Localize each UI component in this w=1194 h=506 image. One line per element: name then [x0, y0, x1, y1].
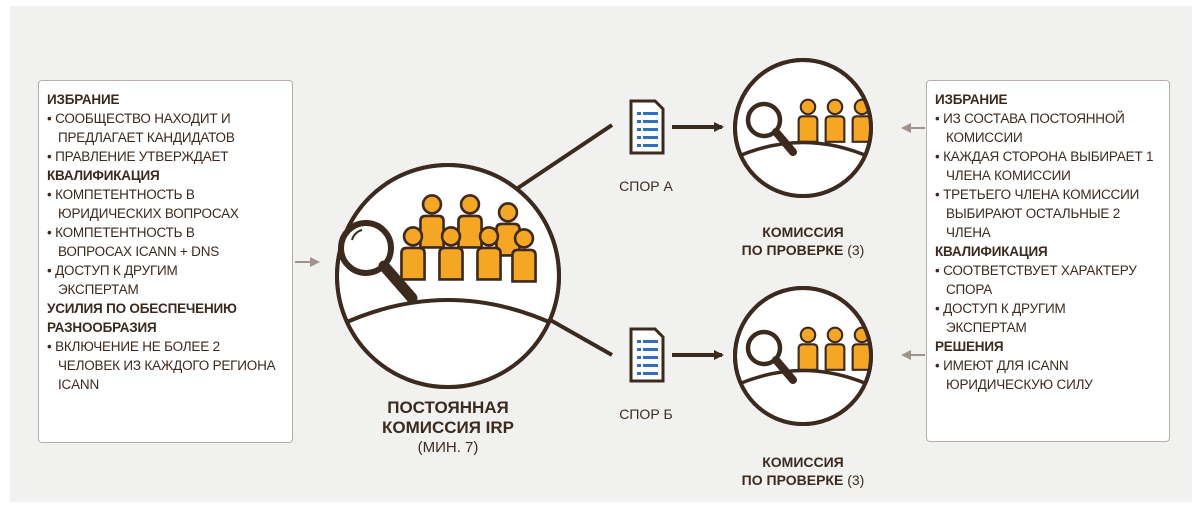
review-panel-b-title-1: КОМИССИЯ — [762, 454, 844, 470]
review-panel-b-label: КОМИССИЯ ПО ПРОВЕРКЕ (3) — [733, 453, 873, 489]
left-heading-qualification: КВАЛИФИКАЦИЯ — [47, 168, 160, 183]
right-heading-selection: ИЗБРАНИЕ — [935, 92, 1008, 107]
magnifier-icon — [745, 101, 797, 156]
connector-to-dispute-a — [513, 123, 614, 192]
standing-panel-title-2: КОМИССИЯ IRP — [381, 418, 515, 437]
left-heading-selection: ИЗБРАНИЕ — [47, 92, 120, 107]
left-item: • ПРАВЛЕНИЕ УТВЕРЖДАЕТ — [47, 149, 229, 164]
left-item: • КОМПЕТЕНТНОСТЬ В ВОПРОСАХ ICANN + DNS — [47, 225, 220, 259]
document-icon-a — [629, 99, 665, 155]
magnifier-icon — [745, 329, 797, 384]
review-panel-b-circle — [733, 286, 873, 426]
review-panel-b-count: (3) — [847, 472, 865, 488]
review-panel-a-title-2: ПО ПРОВЕРКЕ — [741, 242, 844, 258]
review-panel-a-circle — [733, 58, 873, 198]
standing-panel-label: ПОСТОЯННАЯ КОМИССИЯ IRP (МИН. 7) — [348, 398, 548, 458]
review-panel-a-count: (3) — [847, 242, 865, 258]
right-item: • КАЖДАЯ СТОРОНА ВЫБИРАЕТ 1 ЧЛЕНА КОМИСС… — [935, 149, 1154, 183]
right-item: • СООТВЕТСТВУЕТ ХАРАКТЕРУ СПОРА — [935, 263, 1137, 297]
magnifier-icon — [338, 220, 418, 304]
right-item: • ИЗ СОСТАВА ПОСТОЯННОЙ КОМИССИИ — [935, 111, 1125, 145]
dispute-a-label: СПОР А — [619, 178, 673, 194]
right-item: • ИМЕЮТ ДЛЯ ICANN ЮРИДИЧЕСКУЮ СИЛУ — [935, 358, 1093, 392]
right-item: • ТРЕТЬЕГО ЧЛЕНА КОМИССИИ ВЫБИРАЮТ ОСТАЛ… — [935, 187, 1140, 240]
standing-panel-min: (МИН. 7) — [417, 439, 479, 456]
left-item: • КОМПЕТЕНТНОСТЬ В ЮРИДИЧЕСКИХ ВОПРОСАХ — [47, 187, 239, 221]
left-item: • СООБЩЕСТВО НАХОДИТ И ПРЕДЛАГАЕТ КАНДИД… — [47, 111, 235, 145]
left-item: • ДОСТУП К ДРУГИМ ЭКСПЕРТАМ — [47, 263, 178, 297]
review-panel-b-title-2: ПО ПРОВЕРКЕ — [741, 472, 844, 488]
right-item: • ДОСТУП К ДРУГИМ ЭКСПЕРТАМ — [935, 301, 1066, 335]
review-panel-a-title-1: КОМИССИЯ — [762, 224, 844, 240]
standing-panel-circle — [335, 163, 561, 389]
left-heading-diversity: УСИЛИЯ ПО ОБЕСПЕЧЕНИЮ РАЗНООБРАЗИЯ — [47, 301, 237, 335]
dispute-b-label: СПОР Б — [619, 406, 673, 422]
left-criteria-panel: ИЗБРАНИЕ • СООБЩЕСТВО НАХОДИТ И ПРЕДЛАГА… — [38, 80, 293, 443]
document-icon-b — [629, 327, 665, 383]
right-heading-qualification: КВАЛИФИКАЦИЯ — [935, 244, 1048, 259]
right-heading-decisions: РЕШЕНИЯ — [935, 339, 1004, 354]
standing-panel-title-1: ПОСТОЯННАЯ — [387, 398, 509, 417]
right-criteria-panel: ИЗБРАНИЕ • ИЗ СОСТАВА ПОСТОЯННОЙ КОМИССИ… — [926, 80, 1170, 442]
left-item: • ВКЛЮЧЕНИЕ НЕ БОЛЕЕ 2 ЧЕЛОВЕК ИЗ КАЖДОГ… — [47, 339, 276, 392]
review-panel-a-label: КОМИССИЯ ПО ПРОВЕРКЕ (3) — [733, 223, 873, 259]
